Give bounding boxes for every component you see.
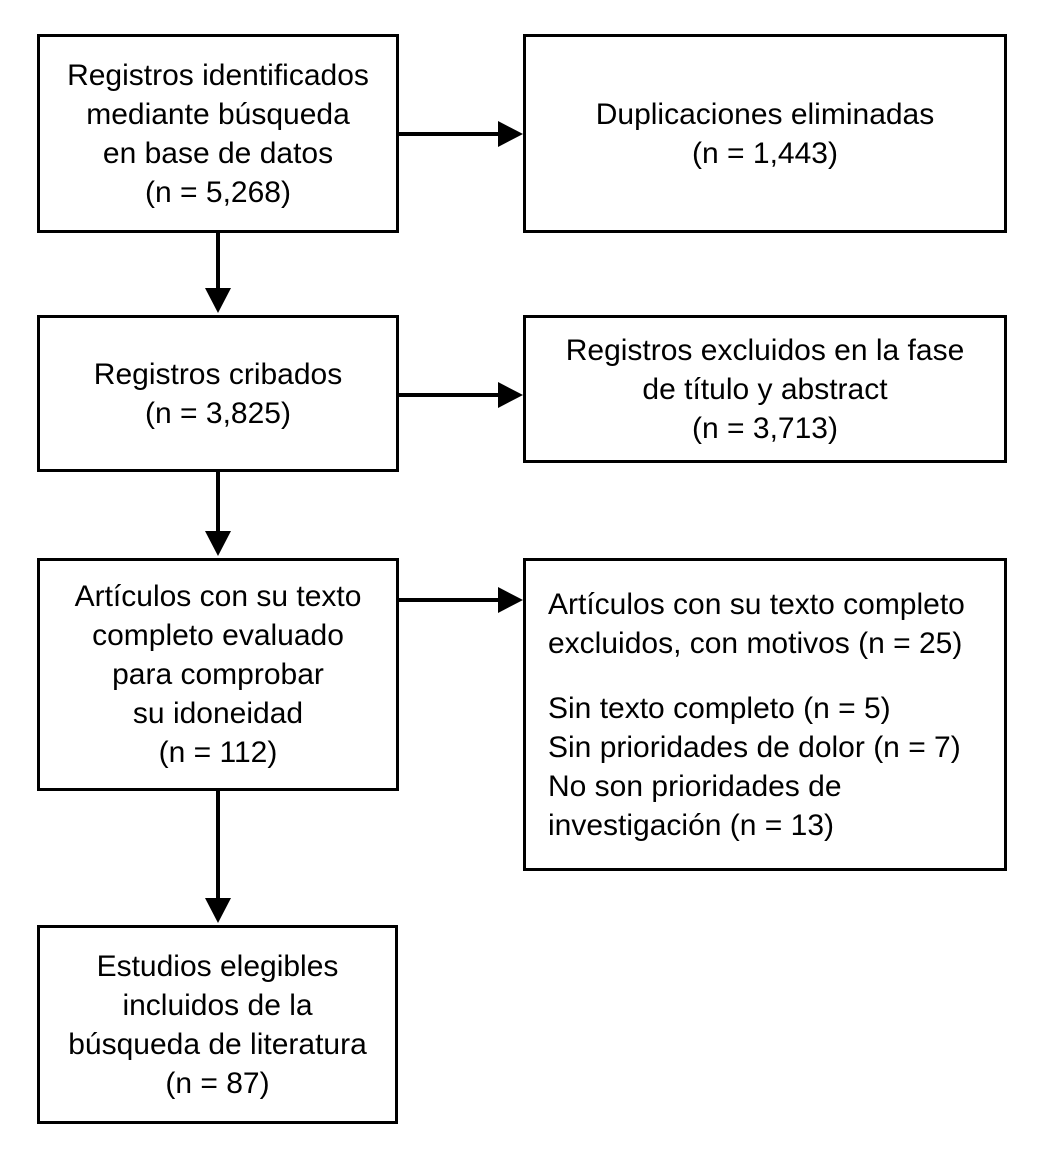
- box-line: su idoneidad: [132, 697, 304, 730]
- box-line: incluidos de la: [122, 988, 313, 1022]
- box-line: completo evaluado: [92, 619, 344, 652]
- box-line: de título y abstract: [642, 372, 888, 406]
- box-line: mediante búsqueda: [86, 97, 350, 131]
- box-registros-identificados: Registros identificados mediante búsqued…: [37, 34, 399, 233]
- box-count-label: (n = 3,825): [145, 396, 291, 430]
- arrow-screened-to-fulltext: [203, 472, 233, 558]
- box-reason-line: investigación (n = 13): [548, 808, 834, 842]
- box-reason-line: Sin texto completo (n = 5): [548, 691, 891, 725]
- box-articulos-texto-completo-evaluado: Artículos con su texto completo evaluado…: [37, 558, 399, 791]
- arrow-identified-to-screened: [203, 233, 233, 315]
- box-duplicaciones-eliminadas: Duplicaciones eliminadas (n = 1,443): [523, 34, 1007, 233]
- box-reason-line: No son prioridades de: [548, 769, 842, 803]
- box-line: Artículos con su texto completo: [548, 587, 965, 621]
- box-count-label: (n = 3,713): [692, 411, 838, 445]
- box-count-label: (n = 87): [165, 1066, 270, 1100]
- box-count-label: (n = 1,443): [692, 136, 838, 170]
- arrow-screened-to-excluded-title-abstract: [399, 380, 525, 410]
- box-line: Registros excluidos en la fase: [565, 333, 965, 367]
- box-registros-excluidos-titulo-abstract: Registros excluidos en la fase de título…: [523, 315, 1007, 463]
- box-reason-line: Sin prioridades de dolor (n = 7): [548, 730, 961, 764]
- box-line: Duplicaciones eliminadas: [595, 97, 935, 131]
- box-line: Registros cribados: [93, 357, 343, 391]
- box-registros-cribados: Registros cribados (n = 3,825): [37, 315, 399, 472]
- box-line: Registros identificados: [67, 58, 369, 92]
- arrow-fulltext-to-excluded-fulltext: [399, 585, 525, 615]
- box-line: Artículos con su texto: [74, 580, 362, 613]
- box-line: para comprobar: [112, 658, 324, 691]
- arrow-identified-to-duplicates: [399, 119, 525, 149]
- box-articulos-texto-completo-excluidos: Artículos con su texto completo excluido…: [523, 558, 1007, 871]
- box-count-label: (n = 5,268): [145, 175, 291, 209]
- box-line: búsqueda de literatura: [68, 1027, 367, 1061]
- box-line: Estudios elegibles: [96, 949, 339, 983]
- box-line: excluidos, con motivos (n = 25): [548, 626, 963, 660]
- box-count-label: (n = 112): [158, 736, 278, 769]
- arrow-fulltext-to-included: [203, 791, 233, 925]
- box-estudios-elegibles-incluidos: Estudios elegibles incluidos de la búsqu…: [37, 925, 398, 1124]
- box-line: en base de datos: [102, 136, 334, 170]
